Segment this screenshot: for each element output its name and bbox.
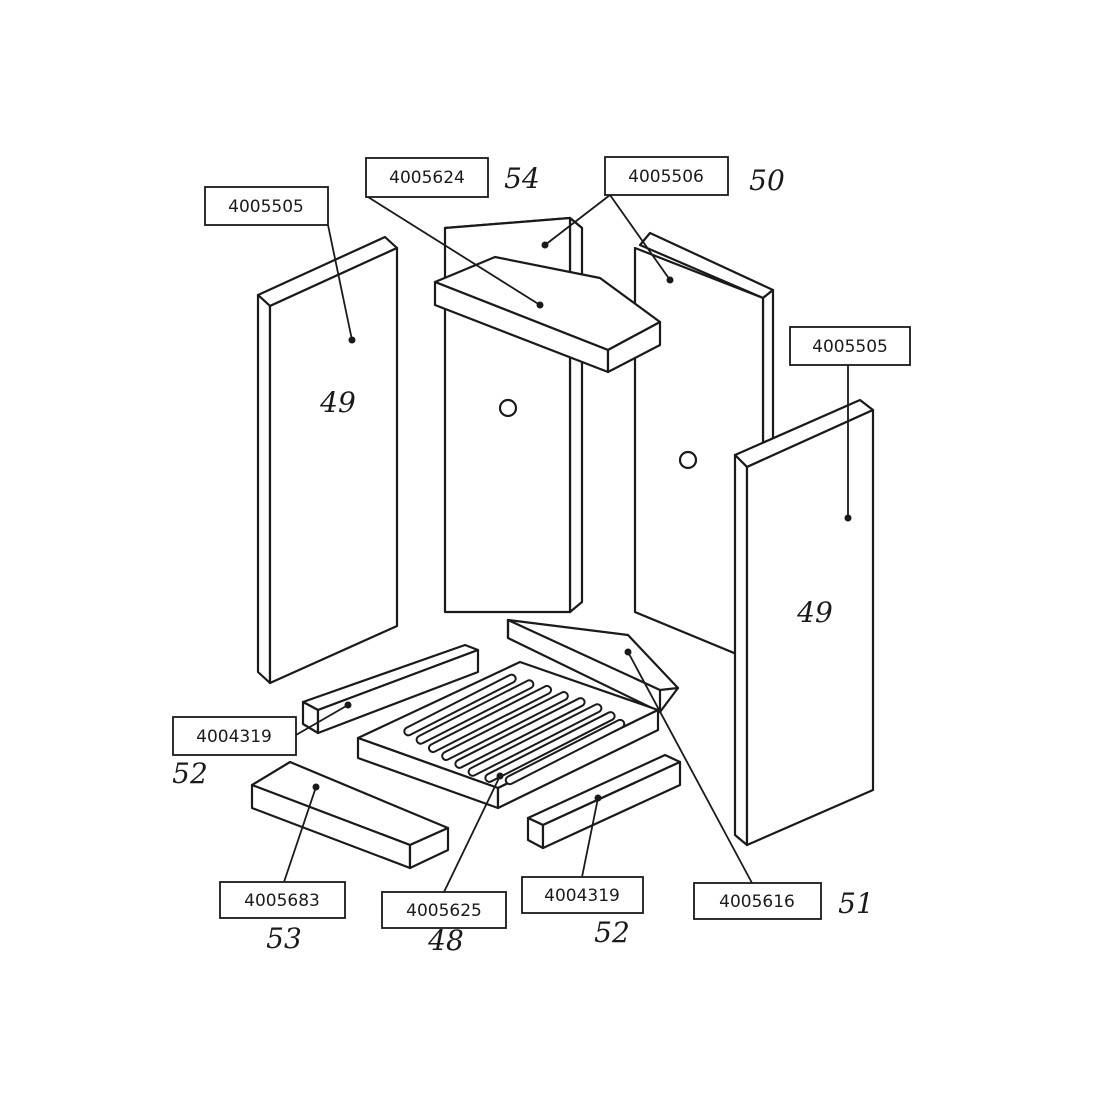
front-rail-right — [526, 753, 682, 850]
mounting-hole — [678, 450, 698, 470]
label-rear-rail: 4005616 — [693, 882, 822, 920]
rear-rail — [506, 618, 680, 714]
part-code: 4005616 — [719, 892, 795, 912]
part-number: 49 — [796, 596, 833, 629]
side-panel-right — [733, 398, 875, 847]
part-number: 51 — [838, 887, 874, 920]
part-code: 4005624 — [389, 168, 465, 188]
part-code: 4005505 — [228, 197, 304, 217]
mounting-hole — [498, 398, 518, 418]
part-code: 4005683 — [244, 891, 320, 911]
label-back-panel: 4005506 — [604, 156, 729, 196]
side-panel-left — [256, 235, 399, 685]
part-code: 4005625 — [406, 901, 482, 921]
part-number: 54 — [504, 162, 540, 195]
label-front-rail-right: 4004319 — [521, 876, 644, 914]
part-number: 49 — [319, 386, 356, 419]
back-panel-right — [633, 231, 775, 667]
label-side-left: 4005505 — [204, 186, 329, 226]
part-number: 50 — [749, 164, 785, 197]
part-code: 4004319 — [544, 886, 620, 906]
label-grate: 4005625 — [381, 891, 507, 929]
grate-slots — [403, 673, 626, 786]
leader-lines — [283, 194, 852, 893]
part-code: 4004319 — [196, 727, 272, 747]
top-plate — [433, 255, 662, 374]
part-code: 4005506 — [628, 167, 704, 187]
grate — [356, 660, 660, 810]
front-bar — [250, 760, 450, 870]
label-top-plate: 4005624 — [365, 157, 489, 198]
part-code: 4005505 — [812, 337, 888, 357]
part-number: 53 — [266, 922, 302, 955]
label-side-right: 4005505 — [789, 326, 911, 366]
part-number: 52 — [594, 916, 630, 949]
part-number: 48 — [427, 924, 464, 957]
label-front-rail-left: 4004319 — [172, 716, 297, 756]
part-number: 52 — [172, 757, 208, 790]
label-front-bar: 4005683 — [219, 881, 346, 919]
